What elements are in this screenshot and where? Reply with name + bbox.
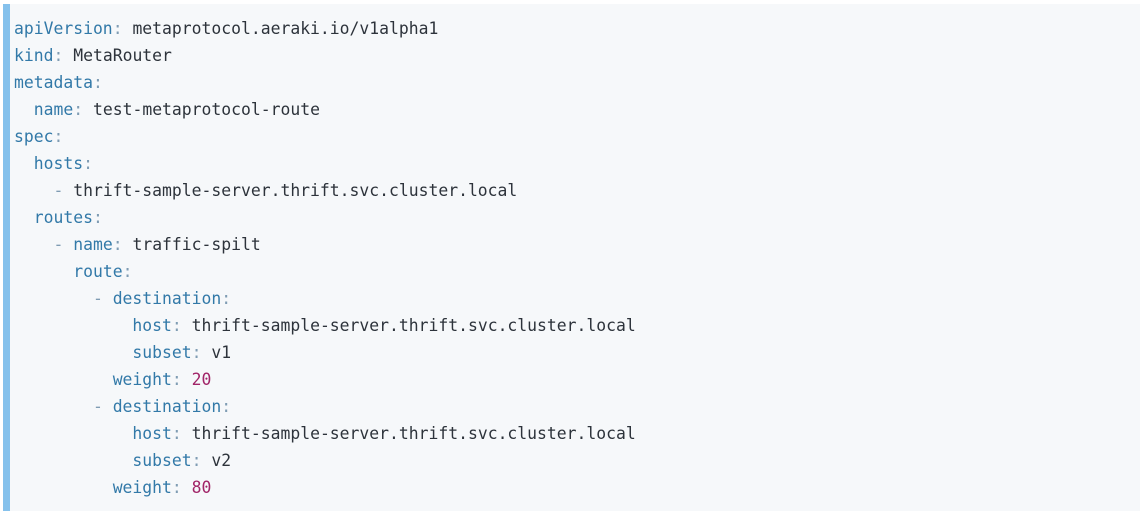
token-key: routes [33,208,93,227]
token-punct: : [112,235,133,254]
token-punct: : [221,397,232,416]
code-line: host: thrift-sample-server.thrift.svc.cl… [14,420,1130,447]
token-punct: : [92,208,103,227]
token-punct: : [112,19,133,38]
code-line: - destination: [14,393,1130,420]
code-line: apiVersion: metaprotocol.aeraki.io/v1alp… [14,15,1130,42]
token-key: subset [132,343,192,362]
token-punct [14,370,113,389]
token-key: name [73,235,113,254]
token-key: host [132,424,172,443]
token-punct: : [73,100,93,119]
token-value: thrift-sample-server.thrift.svc.cluster.… [191,316,636,335]
token-punct: : [171,316,192,335]
token-punct [14,451,132,470]
token-value: v1 [211,343,232,362]
token-punct [14,208,34,227]
token-punct: : [191,343,212,362]
code-line: weight: 20 [14,366,1130,393]
token-key: hosts [33,154,84,173]
token-punct [14,424,132,443]
token-number: 20 [191,370,212,389]
token-punct: : [53,127,64,146]
token-punct: : [221,289,232,308]
token-punct [14,154,34,173]
token-value: thrift-sample-server.thrift.svc.cluster.… [73,181,518,200]
token-punct: : [92,73,103,92]
token-key: weight [112,370,172,389]
code-line: - name: traffic-spilt [14,231,1130,258]
token-value: test-metaprotocol-route [92,100,320,119]
token-punct [14,343,132,362]
token-punct: - [14,289,113,308]
code-line: weight: 80 [14,474,1130,501]
code-line: metadata: [14,69,1130,96]
code-line: kind: MetaRouter [14,42,1130,69]
code-line: subset: v2 [14,447,1130,474]
code-line: routes: [14,204,1130,231]
token-punct: : [53,46,74,65]
token-punct: : [191,451,212,470]
code-line: - destination: [14,285,1130,312]
token-punct [14,100,34,119]
token-punct [14,478,113,497]
code-line: spec: [14,123,1130,150]
token-key: apiVersion [14,19,113,38]
token-key: name [33,100,74,119]
token-punct: - [14,235,74,254]
token-value: v2 [211,451,232,470]
yaml-code-block: apiVersion: metaprotocol.aeraki.io/v1alp… [3,4,1140,511]
code-line: route: [14,258,1130,285]
token-key: metadata [14,73,93,92]
token-number: 80 [191,478,212,497]
token-value: traffic-spilt [132,235,261,254]
token-punct: - [14,181,74,200]
token-key: kind [14,46,54,65]
code-content: apiVersion: metaprotocol.aeraki.io/v1alp… [14,15,1130,501]
token-punct: : [122,262,133,281]
token-key: weight [112,478,172,497]
token-punct: : [171,478,192,497]
code-line: subset: v1 [14,339,1130,366]
token-punct: - [14,397,113,416]
token-key: route [73,262,123,281]
code-line: hosts: [14,150,1130,177]
token-punct: : [83,154,93,173]
token-value: metaprotocol.aeraki.io/v1alpha1 [132,19,439,38]
code-line: host: thrift-sample-server.thrift.svc.cl… [14,312,1130,339]
token-punct: : [171,370,192,389]
token-value: thrift-sample-server.thrift.svc.cluster.… [191,424,636,443]
token-punct [14,262,73,281]
token-key: host [132,316,172,335]
token-key: spec [14,127,54,146]
token-punct: : [171,424,192,443]
token-key: destination [112,289,222,308]
token-key: subset [132,451,192,470]
token-value: MetaRouter [73,46,172,65]
token-punct [14,316,132,335]
token-key: destination [112,397,222,416]
code-line: name: test-metaprotocol-route [14,96,1130,123]
code-line: - thrift-sample-server.thrift.svc.cluste… [14,177,1130,204]
